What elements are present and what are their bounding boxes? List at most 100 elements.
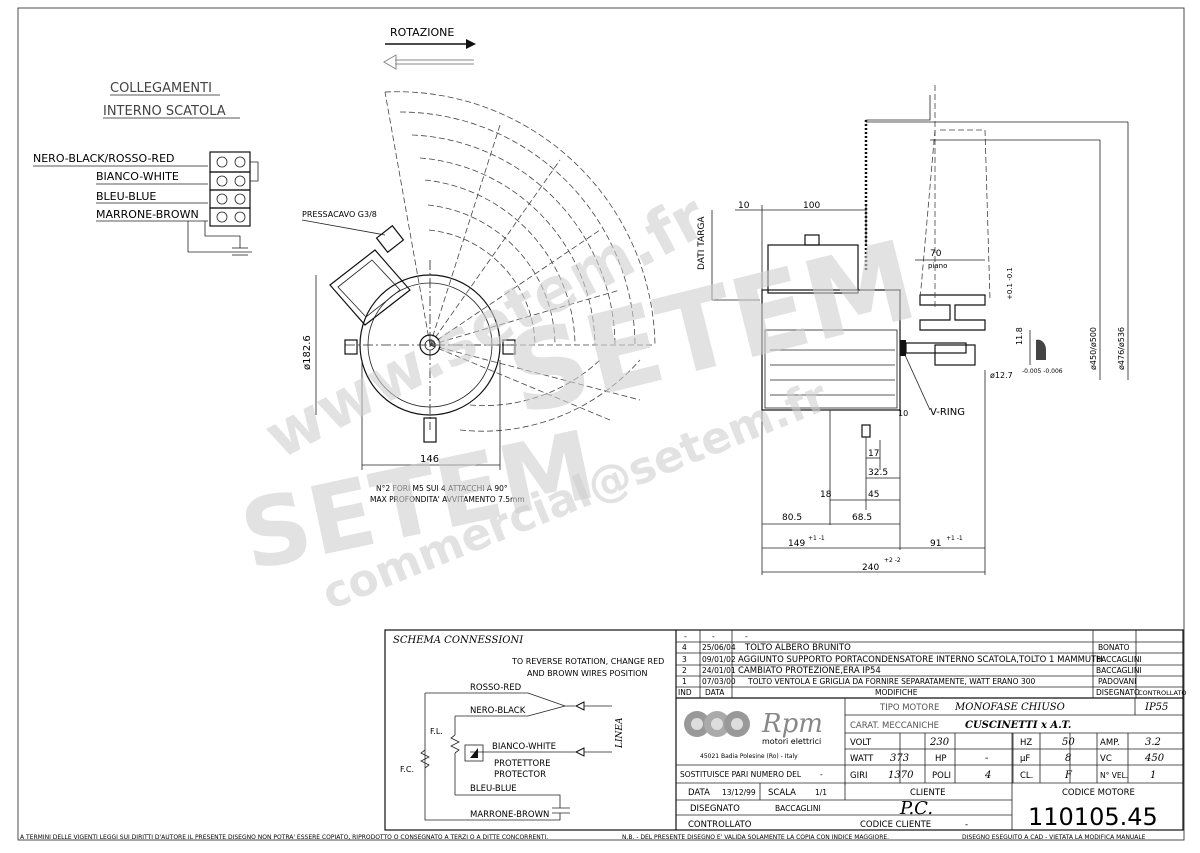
schema-prot1: PROTETTORE bbox=[494, 759, 551, 769]
spec-poli-label: POLI bbox=[932, 771, 951, 781]
scala-value: 1/1 bbox=[815, 788, 827, 797]
footer-mid: N.B. - DEL PRESENTE DISEGNO E' VALIDA SO… bbox=[622, 834, 889, 841]
rotation-indicator: ROTAZIONE bbox=[383, 26, 476, 70]
dim-240-tol: +2 -2 bbox=[884, 557, 901, 564]
dim-12-7-tol: -0.005 -0.006 bbox=[1022, 368, 1063, 375]
dim-100: 100 bbox=[803, 201, 820, 211]
controllato-label: CONTROLLATO bbox=[688, 820, 752, 830]
company-logo: Rpm motori elettrici 45021 Badia Polesin… bbox=[684, 709, 823, 760]
wire-label-blue: BLEU-BLUE bbox=[96, 190, 156, 203]
wire-label-white: BIANCO-WHITE bbox=[96, 170, 179, 183]
dati-targa-label: DATI TARGA bbox=[697, 216, 707, 270]
codice-motore-value: 110105.45 bbox=[1028, 803, 1158, 831]
spec-nvel: 1 bbox=[1150, 770, 1156, 781]
spec-uf: 8 bbox=[1065, 753, 1071, 764]
wire-label-black-red: NERO-BLACK/ROSSO-RED bbox=[33, 152, 175, 165]
dim-476-536: ø476/ø536 bbox=[1117, 327, 1126, 370]
title-block-info: SOSTITUISCE PARI NUMERO DEL - DATA 13/12… bbox=[680, 770, 1158, 831]
motor-specs: TIPO MOTORE MONOFASE CHIUSO IP55 CARAT. … bbox=[850, 702, 1168, 781]
schema-note-1: TO REVERSE ROTATION, CHANGE RED bbox=[511, 657, 664, 666]
dim-91-tol: +1 -1 bbox=[946, 535, 963, 542]
rev-2-ind: 3 bbox=[682, 655, 687, 664]
data-label: DATA bbox=[688, 788, 710, 798]
disegnato-value: BACCAGLINI bbox=[775, 804, 821, 813]
codice-cliente-label: CODICE CLIENTE bbox=[860, 820, 931, 830]
dim-240: 240 bbox=[862, 563, 879, 573]
dim-45: 45 bbox=[868, 490, 879, 500]
spec-poli: 4 bbox=[984, 770, 991, 781]
v-ring-label: V-RING bbox=[930, 407, 965, 418]
footer-notes: A TERMINI DELLE VIGENTI LEGGI SUI DIRITT… bbox=[20, 834, 1146, 841]
scala-label: SCALA bbox=[768, 788, 796, 798]
shaft bbox=[905, 342, 967, 354]
schema-marrone: MARRONE-BROWN bbox=[470, 810, 549, 820]
spec-carat: CUSCINETTI x A.T. bbox=[965, 720, 1071, 731]
rev-3-by: BACCAGLINI bbox=[1096, 666, 1142, 675]
spec-tipo: MONOFASE CHIUSO bbox=[954, 702, 1065, 713]
sost-label: SOSTITUISCE PARI NUMERO DEL bbox=[680, 770, 802, 779]
dim-450-500: ø450/ø500 bbox=[1089, 327, 1098, 370]
rev-4-desc: TOLTO VENTOLA E GRIGLIA DA FORNIRE SEPAR… bbox=[747, 677, 1035, 686]
spec-amp: 3.2 bbox=[1145, 737, 1161, 748]
dim-12-7: ø12.7 bbox=[990, 371, 1013, 380]
watermark: www.setem.fr SETEM SETEM commercial@sete… bbox=[232, 180, 928, 621]
spec-hz-label: HZ bbox=[1020, 738, 1032, 748]
rev-2-desc: AGGIUNTO SUPPORTO PORTACONDENSATORE INTE… bbox=[738, 655, 1103, 665]
terminal-block bbox=[187, 151, 259, 256]
rev-3-desc: CAMBIATO PROTEZIONE,ERA IP54 bbox=[738, 666, 881, 676]
rev-header-ind: IND bbox=[678, 688, 692, 697]
spec-amp-label: AMP. bbox=[1100, 738, 1120, 748]
rev-3-ind: 2 bbox=[682, 666, 687, 675]
rev-4-ind: 1 bbox=[682, 677, 687, 686]
schema-bianco: BIANCO-WHITE bbox=[492, 742, 556, 752]
terminal-box bbox=[329, 249, 411, 326]
rev-1-date: 25/06/04 bbox=[702, 643, 736, 652]
cliente-label: CLIENTE bbox=[910, 788, 945, 798]
dim-68-5: 68.5 bbox=[852, 513, 872, 523]
dim-70: 70 bbox=[930, 249, 942, 259]
dim-91: 91 bbox=[930, 539, 941, 549]
spec-carat-label: CARAT. MECCANICHE bbox=[850, 721, 939, 731]
rev-header-dis: DISEGNATO bbox=[1096, 688, 1140, 697]
connections-title-2: INTERNO SCATOLA bbox=[103, 104, 226, 119]
revision-table: - - - 4 25/06/04 TOLTO ALBERO BRUNITO BO… bbox=[678, 632, 1187, 697]
rev-header-ctrl: CONTROLLATO bbox=[1138, 689, 1187, 697]
dim-diameter-182-6: ø182.6 bbox=[302, 335, 313, 370]
dim-piano: piano bbox=[928, 262, 947, 270]
schema-prot2: PROTECTOR bbox=[494, 770, 546, 780]
schema-fc: F.C. bbox=[400, 765, 414, 774]
schema-nero: NERO-BLACK bbox=[470, 706, 526, 716]
spec-giri-label: GIRI bbox=[850, 771, 868, 781]
spec-ip: IP55 bbox=[1144, 702, 1168, 713]
dim-17: 17 bbox=[868, 449, 879, 459]
data-value: 13/12/99 bbox=[722, 788, 756, 797]
rev-header-mod: MODIFICHE bbox=[875, 688, 918, 697]
schema-note-2: AND BROWN WIRES POSITION bbox=[527, 669, 648, 678]
dim-32-5: 32.5 bbox=[868, 468, 888, 478]
connections-title-1: COLLEGAMENTI bbox=[110, 81, 212, 96]
fan-hub bbox=[919, 294, 986, 331]
codice-motore-label: CODICE MOTORE bbox=[1062, 788, 1135, 798]
footer-right: DISEGNO ESEGUITO A CAD - VIETATA LA MODI… bbox=[962, 834, 1146, 841]
spec-cl: F bbox=[1064, 770, 1073, 781]
company-address: 45021 Badia Polesine (Ro) - Italy bbox=[700, 753, 798, 760]
spec-volt: 230 bbox=[929, 737, 950, 748]
dim-149-tol: +1 -1 bbox=[808, 535, 825, 542]
sost-value: - bbox=[820, 770, 823, 779]
schema-bleu: BLEU-BLUE bbox=[470, 784, 517, 794]
connections-block: COLLEGAMENTI INTERNO SCATOLA NERO-BLACK/… bbox=[33, 81, 259, 256]
motor-side-view: DATI TARGA 10 100 70 piano +0.1 -0.1 11.… bbox=[697, 85, 1129, 575]
v-ring bbox=[900, 340, 906, 356]
schema-rosso: ROSSO-RED bbox=[470, 683, 522, 693]
holes-note-2: MAX PROFONDITA' AVVITAMENTO 7.5mm bbox=[370, 495, 525, 504]
fan-arc-pattern bbox=[384, 91, 656, 432]
spec-nvel-label: N° VEL. bbox=[1100, 771, 1128, 780]
motor-front-view: PRESSACAVO G3/8 ø182.6 146 N°2 FORI M5 S… bbox=[301, 91, 656, 504]
spec-volt-label: VOLT bbox=[850, 738, 872, 748]
connection-schema: SCHEMA CONNESSIONI TO REVERSE ROTATION, … bbox=[393, 635, 664, 821]
schema-linea: LINEA bbox=[615, 717, 625, 749]
spec-watt: 373 bbox=[890, 753, 909, 764]
disegnato-label: DISEGNATO bbox=[690, 804, 740, 814]
